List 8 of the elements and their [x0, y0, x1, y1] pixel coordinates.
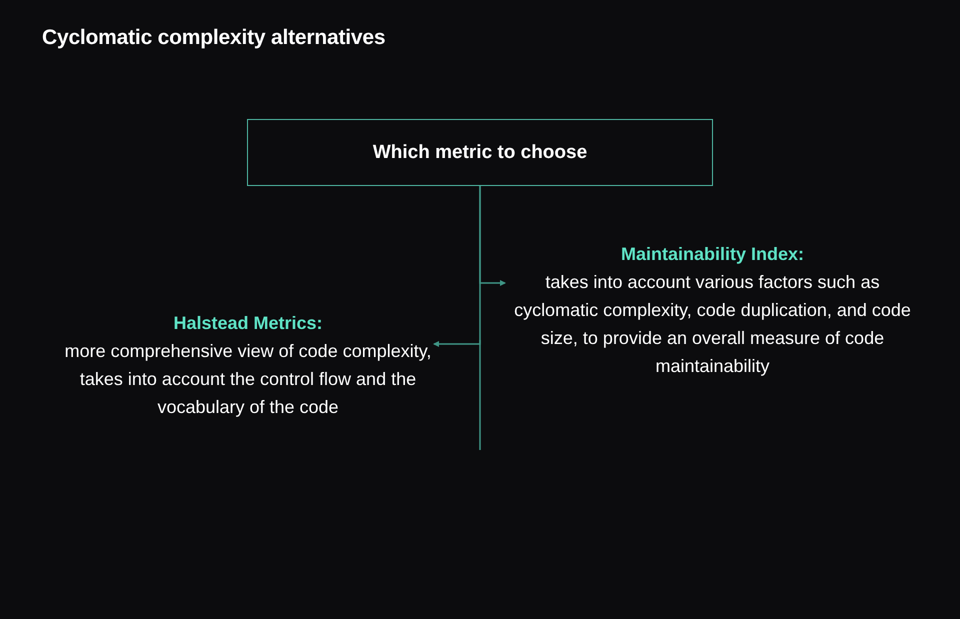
decision-box [247, 119, 713, 186]
metric-heading: Halstead Metrics: [173, 312, 323, 335]
title: Cyclomatic complexity alternatives [42, 26, 386, 50]
metric-description: takes into account various factors such as cyclomatic complexity, code duplication, and code size, to provide an overall measure of code maintainability [513, 271, 912, 378]
box-label: Which metric to choose [372, 142, 588, 164]
metric-heading: Maintainability Index: [620, 243, 804, 266]
arrow [433, 186, 481, 347]
metric-description: more comprehensive view of code complexity, takes into account the control flow and the vocabulary of the code [64, 340, 432, 419]
